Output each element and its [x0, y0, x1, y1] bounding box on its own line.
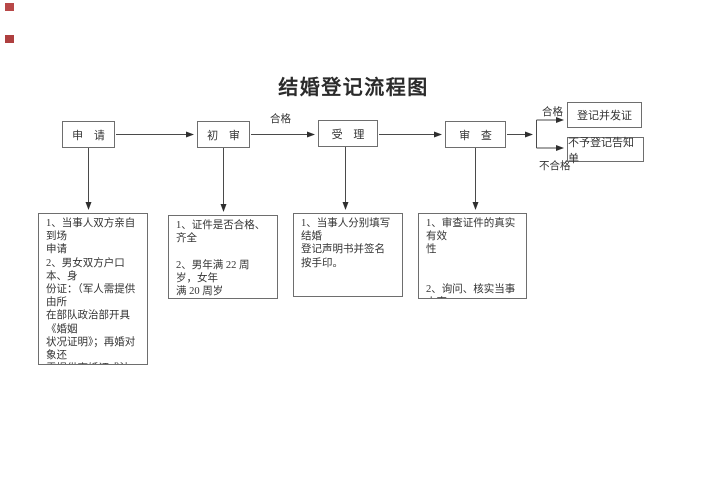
flow-step-examine-label: 审 查: [459, 129, 492, 142]
detail-box-initial-review: 1、证件是否合格、齐全 2、男年满 22 周岁，女年 满 20 周岁: [168, 215, 278, 299]
flow-step-accept: 受 理: [318, 120, 378, 147]
red-annotation-mark-2: [5, 35, 14, 43]
outcome-register-label: 登记并发证: [577, 110, 632, 122]
outcome-box-register: 登记并发证: [567, 102, 642, 128]
red-annotation-mark-1: [5, 3, 14, 11]
flow-step-examine: 审 查: [445, 121, 506, 148]
page-title: 结婚登记流程图: [278, 77, 429, 99]
flow-step-initial-review: 初 审: [197, 121, 250, 148]
flow-step-apply-label: 申 请: [72, 129, 105, 142]
outcome-reject-notice-label: 不予登记告知单: [568, 136, 634, 165]
detail-box-accept: 1、当事人分别填写结婚 登记声明书并签名按手印。 2、当事人在结婚登记审 查处理…: [293, 213, 403, 297]
flow-step-initial-review-label: 初 审: [207, 129, 240, 142]
detail-box-apply: 1、当事人双方亲自到场 申请 2、男女双方户口本、身 份证：（军人需提供由所 在…: [38, 213, 148, 365]
flow-step-apply: 申 请: [62, 121, 115, 148]
detail-box-examine: 1、审查证件的真实有效 性 2、询问、核实当事人声 明书内容是否真实、自愿: [418, 213, 527, 299]
edge-label-pass-mid: 合格: [270, 114, 291, 125]
outcome-box-reject-notice: 不予登记告知单: [567, 137, 644, 165]
edge-label-fail-right: 不合格: [539, 161, 571, 172]
edge-label-pass-right: 合格: [542, 107, 563, 118]
flow-step-accept-label: 受 理: [331, 128, 365, 141]
